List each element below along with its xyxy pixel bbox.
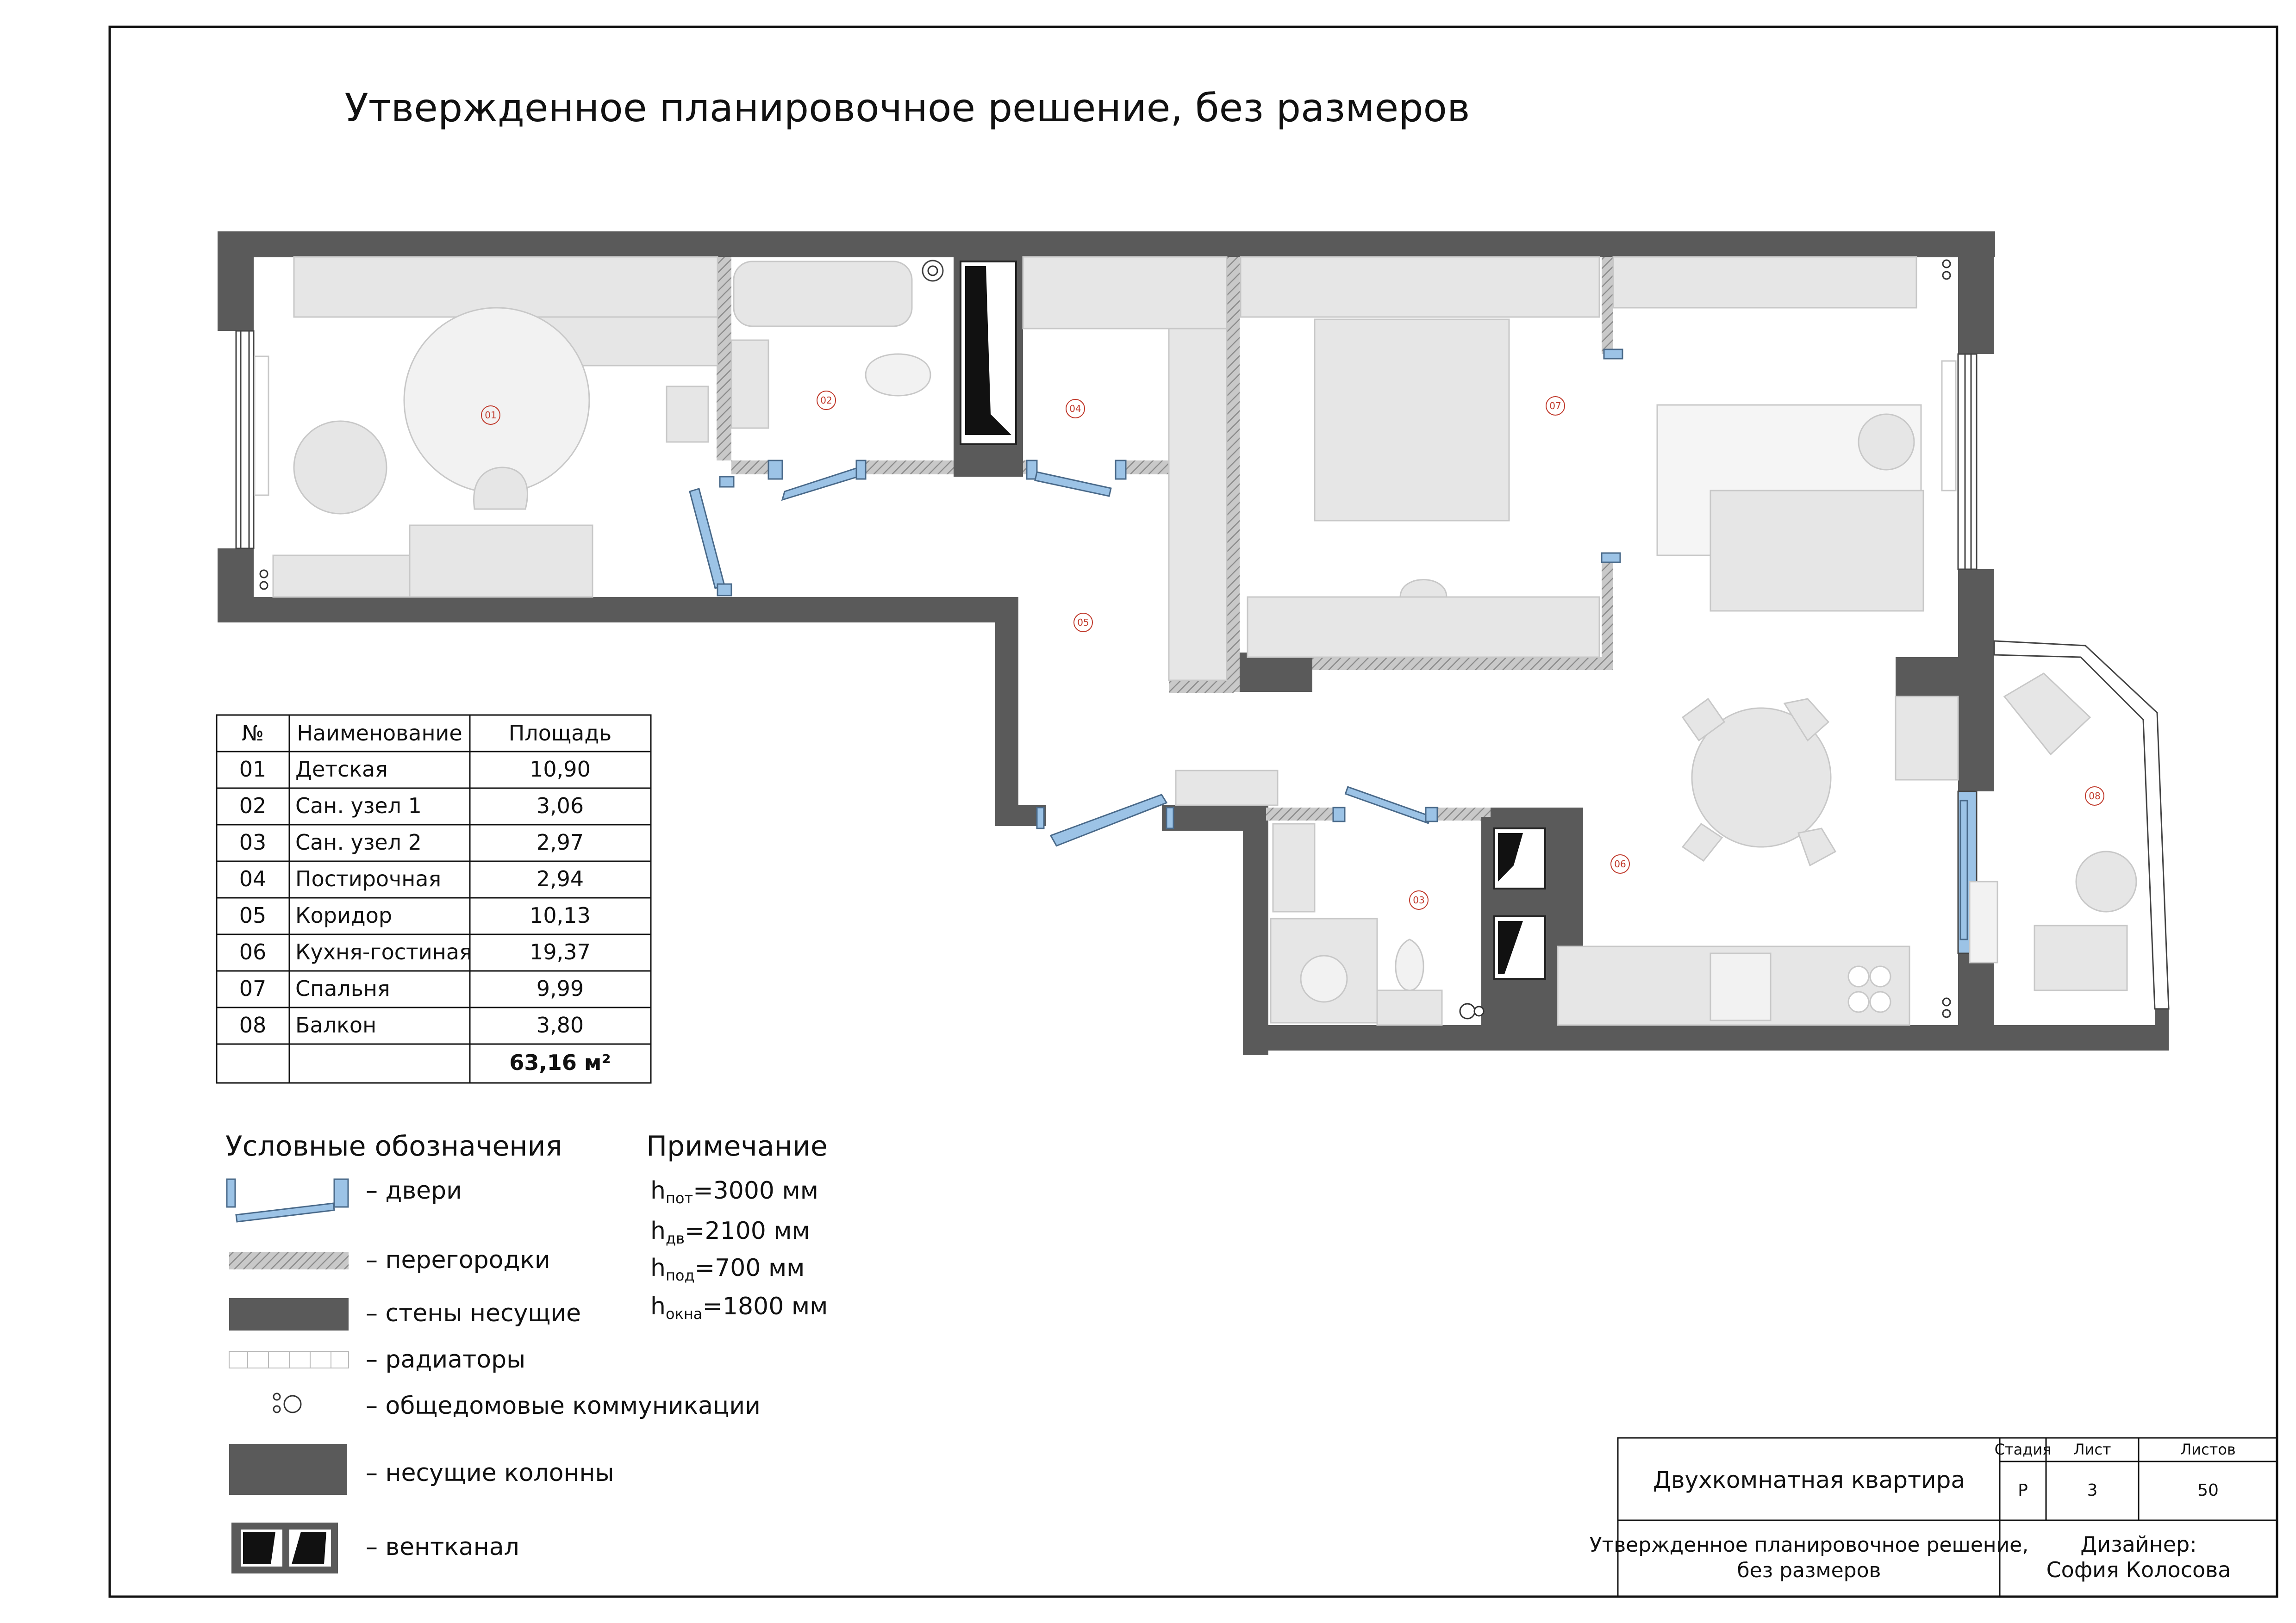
stamp-sheet: 3 xyxy=(2087,1481,2098,1500)
table-header-name: Наименование xyxy=(297,721,462,746)
table-row-no: 04 xyxy=(239,866,267,891)
legend-radiator-symbol xyxy=(229,1351,349,1368)
stamp-stage-label: Стадия xyxy=(1995,1441,2052,1458)
table-row-no: 01 xyxy=(239,757,267,782)
table-header-no: № xyxy=(242,721,264,746)
table-row-name: Коридор xyxy=(295,903,392,928)
note-line: hокна=1800 мм xyxy=(650,1293,828,1323)
stamp-sheets-label: Листов xyxy=(2180,1441,2236,1458)
room-labels: 01 02 03 04 05 06 07 08 xyxy=(481,391,2104,910)
svg-text:07: 07 xyxy=(1549,400,1561,411)
table-row-area: 19,37 xyxy=(530,939,591,964)
legend-wall-symbol xyxy=(229,1298,349,1331)
room-label-08: 08 xyxy=(2085,786,2104,806)
stamp-stage: Р xyxy=(2018,1481,2028,1500)
note-line: hпот=3000 мм xyxy=(650,1177,818,1207)
legend-partition-symbol xyxy=(229,1252,349,1269)
sheet-title-line-2: без размеров xyxy=(1737,1559,1881,1582)
table-total: 63,16 м² xyxy=(509,1050,611,1075)
legend-item: – стены несущие xyxy=(366,1300,581,1327)
table-row-no: 03 xyxy=(239,830,267,855)
note-line: hпод=700 мм xyxy=(650,1254,805,1284)
table-row-area: 9,99 xyxy=(537,976,584,1001)
table-row-no: 06 xyxy=(239,939,267,964)
legend-door-symbol xyxy=(226,1178,349,1223)
note-line: hдв=2100 мм xyxy=(650,1217,810,1247)
sheet-frame xyxy=(108,25,2278,1598)
communication-risers xyxy=(259,259,1951,1020)
table-row-name: Детская xyxy=(295,757,388,782)
table-row-no: 05 xyxy=(239,903,267,928)
table-row-no: 07 xyxy=(239,976,267,1001)
legend-item: – перегородки xyxy=(366,1246,550,1274)
table-row-area: 3,06 xyxy=(537,793,584,818)
svg-text:08: 08 xyxy=(2089,790,2100,802)
notes-title: Примечание xyxy=(646,1130,828,1163)
room-label-01: 01 xyxy=(481,405,500,425)
table-row-name: Сан. узел 1 xyxy=(295,793,422,818)
room-label-05: 05 xyxy=(1073,613,1093,632)
furniture xyxy=(254,256,2137,1026)
legend-vent-symbol xyxy=(231,1523,338,1573)
svg-text:02: 02 xyxy=(820,395,832,406)
project-name: Двухкомнатная квартира xyxy=(1653,1467,1965,1493)
svg-text:05: 05 xyxy=(1077,617,1089,628)
legend-column-symbol xyxy=(229,1444,347,1495)
legend: Условные обозначения – двери – перегород… xyxy=(225,1130,761,1573)
svg-text:06: 06 xyxy=(1614,858,1626,870)
floor-plan: 01 02 03 04 05 06 07 08 xyxy=(218,231,2170,1055)
room-label-07: 07 xyxy=(1546,396,1565,416)
svg-text:03: 03 xyxy=(1413,895,1424,906)
title-block: Двухкомнатная квартира Стадия Лист Листо… xyxy=(1590,1437,2278,1598)
svg-text:04: 04 xyxy=(1069,403,1081,414)
table-row-name: Балкон xyxy=(295,1013,376,1038)
svg-text:01: 01 xyxy=(485,410,496,421)
sheet-title-line-1: Утвержденное планировочное решение, xyxy=(1590,1533,2028,1557)
table-row-name: Кухня-гостиная xyxy=(295,939,472,964)
legend-item: – радиаторы xyxy=(366,1346,525,1374)
table-row-area: 10,90 xyxy=(530,757,591,782)
balcony-outline xyxy=(1993,640,2170,1010)
table-row-no: 02 xyxy=(239,793,267,818)
legend-title: Условные обозначения xyxy=(225,1130,562,1163)
table-header-area: Площадь xyxy=(509,721,612,746)
room-label-02: 02 xyxy=(817,391,836,410)
legend-item: – вентканал xyxy=(366,1533,519,1561)
table-row-no: 08 xyxy=(239,1013,267,1038)
table-row-area: 2,97 xyxy=(537,830,584,855)
table-row-area: 2,94 xyxy=(537,866,584,891)
stamp-sheets: 50 xyxy=(2197,1481,2219,1500)
designer-name: София Колосова xyxy=(2046,1557,2231,1582)
doors xyxy=(689,348,1968,940)
area-table: № Наименование Площадь 01 Детская 10,90 … xyxy=(216,714,652,1084)
legend-item: – двери xyxy=(366,1177,462,1205)
notes: Примечание hпот=3000 мм hдв=2100 мм hпод… xyxy=(646,1130,828,1323)
legend-item: – несущие колонны xyxy=(366,1459,614,1487)
designer-label: Дизайнер: xyxy=(2080,1532,2196,1557)
room-label-04: 04 xyxy=(1066,399,1085,418)
vent-shaft xyxy=(960,261,1546,980)
table-row-area: 3,80 xyxy=(537,1013,584,1038)
table-row-name: Постирочная xyxy=(295,866,441,891)
drawing-title: Утвержденное планировочное решение, без … xyxy=(345,85,1470,131)
stamp-sheet-label: Лист xyxy=(2073,1441,2111,1458)
table-row-area: 10,13 xyxy=(530,903,591,928)
legend-item: – общедомовые коммуникации xyxy=(366,1392,761,1420)
table-row-name: Сан. узел 2 xyxy=(295,830,422,855)
room-label-06: 06 xyxy=(1610,854,1630,874)
legend-risers-symbol xyxy=(273,1393,302,1413)
room-label-03: 03 xyxy=(1409,890,1429,910)
table-row-name: Спальня xyxy=(295,976,390,1001)
